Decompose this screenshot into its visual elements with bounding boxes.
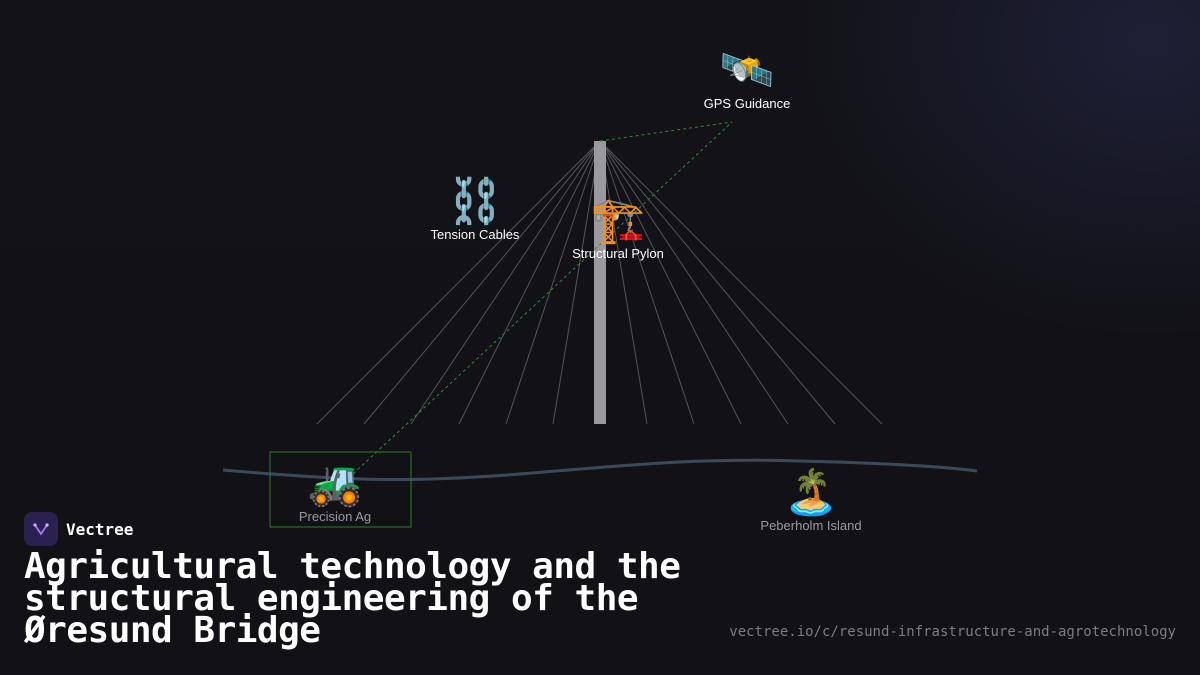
link-tractor-to-gps <box>339 121 733 487</box>
link-pylon-to-gps <box>599 121 733 142</box>
brand-name: Vectree <box>66 519 134 539</box>
stay-cables <box>316 140 883 425</box>
gps-guidance-node: 🛰️ GPS Guidance <box>697 46 797 111</box>
precision-ag-highlight-box <box>269 451 412 528</box>
page-title: Agricultural technology and the structur… <box>24 546 681 651</box>
tension-cables-label: Tension Cables <box>430 227 520 242</box>
stay-cable <box>363 140 601 425</box>
chain-icon: ⛓️ <box>447 177 503 226</box>
stay-cable <box>599 140 695 425</box>
stay-cable <box>410 140 601 425</box>
stay-cable <box>458 140 601 425</box>
precision-ag-label: Precision Ag <box>298 509 372 524</box>
gps-guidance-label: GPS Guidance <box>703 96 791 111</box>
precision-ag-node: 🚜 Precision Ag <box>285 459 385 524</box>
stay-cable <box>599 140 742 425</box>
structural-pylon-label: Structural Pylon <box>572 246 664 261</box>
peberholm-island-node: 🏝️ Peberholm Island <box>751 468 871 533</box>
stay-cable <box>599 140 836 425</box>
structural-pylon-node: 🏗️ Structural Pylon <box>560 196 676 261</box>
pylon-tower <box>594 141 606 424</box>
stay-cable <box>316 140 601 425</box>
tension-cables-node: ⛓️ Tension Cables <box>420 177 530 242</box>
stay-cable <box>599 140 789 425</box>
stay-cable <box>599 140 648 425</box>
page-url: vectree.io/c/resund-infrastructure-and-a… <box>729 624 1176 640</box>
bridge-deck-curve <box>222 458 978 482</box>
crane-icon: 🏗️ <box>590 196 646 245</box>
satellite-icon: 🛰️ <box>719 46 775 95</box>
peberholm-island-label: Peberholm Island <box>760 518 862 533</box>
island-icon: 🏝️ <box>783 468 839 517</box>
stay-cable <box>552 140 601 425</box>
brand: Vectree <box>24 512 133 546</box>
tractor-icon: 🚜 <box>307 459 363 508</box>
vectree-logo-icon <box>24 512 58 546</box>
stay-cable <box>505 140 601 425</box>
stay-cable <box>599 140 883 425</box>
